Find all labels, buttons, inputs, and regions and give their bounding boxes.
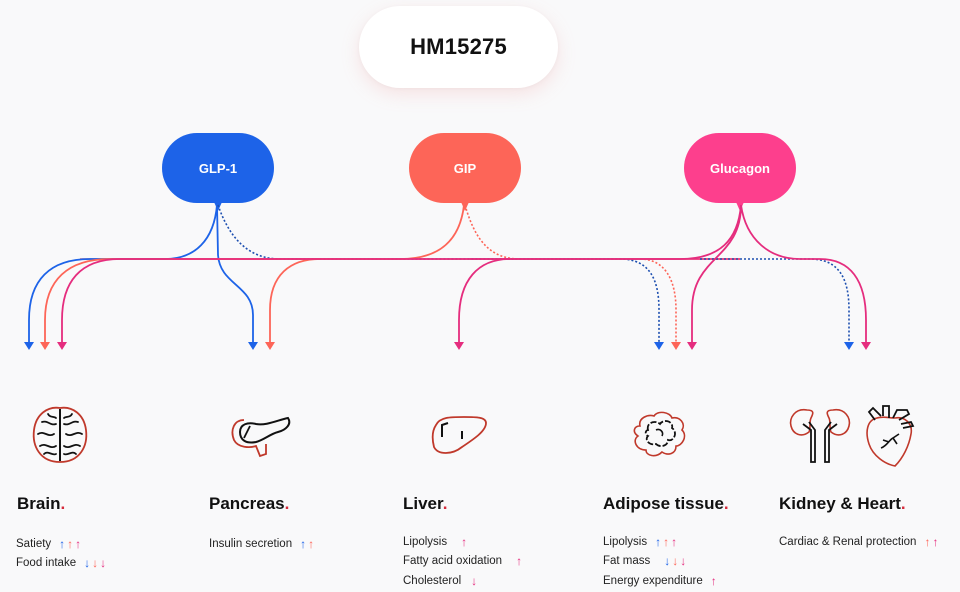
up-arrow-icon: ↑: [710, 573, 717, 588]
pathway-connectors: [24, 204, 871, 350]
up-arrow-icon: ↑: [655, 534, 662, 549]
effect-row: Food intake ↓↓↓: [16, 554, 106, 574]
effect-row: Lipolysis ↑: [403, 532, 522, 552]
adipose-icon: [633, 411, 686, 457]
effect-row: Insulin secretion ↑↑: [209, 534, 314, 554]
down-arrow-icon: ↓: [100, 556, 107, 571]
kidney-heart-icon: [789, 405, 915, 467]
effect-arrows: ↑↑↑: [59, 537, 81, 551]
glp1-label: GLP-1: [198, 160, 238, 176]
glp1-kidney-path: [700, 258, 850, 342]
effect-row: Fatty acid oxidation ↑: [403, 552, 522, 572]
down-arrow-icon: ↓: [680, 554, 687, 569]
effect-row: Lipolysis ↑↑↑: [603, 532, 717, 552]
down-arrow-icon: ↓: [664, 554, 671, 569]
effect-label: Cardiac & Renal protection: [779, 535, 917, 548]
effect-arrows: ↓↓↓: [664, 554, 686, 568]
gip-brain-path: [44, 204, 465, 342]
effect-label: Fatty acid oxidation: [403, 555, 503, 568]
effect-label: Lipolysis: [403, 535, 448, 548]
liver-effects: Lipolysis ↑ Fatty acid oxidation ↑ Chole…: [403, 532, 522, 591]
glucagon-heart-path: [740, 204, 867, 342]
effect-label: Cholesterol: [403, 574, 462, 587]
glp1-brain-path: [28, 204, 218, 342]
effect-label: Fat mass: [603, 555, 651, 568]
up-arrow-icon: ↑: [300, 536, 307, 551]
glp1-node: GLP-1: [162, 133, 274, 211]
up-arrow-icon: ↑: [461, 534, 468, 549]
down-arrow-icon: ↓: [672, 554, 679, 569]
effect-row: Energy expenditure ↑: [603, 571, 717, 591]
up-arrow-icon: ↑: [671, 534, 678, 549]
effect-arrows: ↑↑↑: [655, 535, 677, 549]
effect-row: Cardiac & Renal protection ↑↑: [779, 532, 938, 552]
down-arrow-icon: ↓: [92, 556, 99, 571]
kidney-heart-effects: Cardiac & Renal protection ↑↑: [779, 532, 938, 552]
effect-label: Food intake: [16, 557, 77, 570]
pancreas-effects: Insulin secretion ↑↑: [209, 534, 314, 554]
gip-adipose-path: [464, 204, 677, 342]
organ-title-liver: Liver.: [403, 494, 448, 513]
gip-pancreas-path: [269, 258, 321, 342]
glucagon-node: Glucagon: [684, 133, 796, 211]
glucagon-label: Glucagon: [710, 160, 770, 176]
adipose-effects: Lipolysis ↑↑↑ Fat mass ↓↓↓ Energy expend…: [603, 532, 717, 591]
effect-arrows: ↑↑: [924, 535, 938, 549]
up-arrow-icon: ↑: [308, 536, 315, 551]
up-arrow-icon: ↑: [924, 534, 931, 549]
glucagon-liver-path: [458, 258, 511, 342]
effect-row: Fat mass ↓↓↓: [603, 552, 717, 572]
up-arrow-icon: ↑: [67, 536, 74, 551]
organ-title-brain: Brain.: [17, 494, 66, 513]
effect-arrows: ↑: [461, 535, 467, 549]
down-arrow-icon: ↓: [84, 556, 91, 571]
up-arrow-icon: ↑: [59, 536, 66, 551]
effect-arrows: ↓↓↓: [84, 556, 106, 570]
gip-label: GIP: [453, 160, 477, 176]
effect-label: Insulin secretion: [209, 537, 293, 550]
pancreas-icon: [231, 416, 291, 458]
liver-icon: [431, 416, 487, 454]
drug-title: HM15275: [359, 6, 558, 88]
up-arrow-icon: ↑: [75, 536, 82, 551]
effect-label: Lipolysis: [603, 535, 648, 548]
up-arrow-icon: ↑: [663, 534, 670, 549]
organ-title-pancreas: Pancreas.: [209, 494, 290, 513]
glucagon-brain-path: [61, 204, 742, 342]
up-arrow-icon: ↑: [516, 554, 523, 569]
effect-row: Satiety ↑↑↑: [16, 534, 106, 554]
down-arrow-icon: ↓: [471, 573, 478, 588]
effect-arrows: ↑: [516, 554, 522, 568]
arrowheads: [24, 342, 871, 350]
glp1-adipose-path: [217, 204, 660, 342]
effect-row: Cholesterol ↓: [403, 571, 522, 591]
glucagon-adipose-path: [691, 204, 742, 342]
up-arrow-icon: ↑: [932, 534, 939, 549]
effect-arrows: ↓: [471, 574, 477, 588]
organ-title-kidney-heart: Kidney & Heart.: [779, 494, 906, 513]
gip-node: GIP: [409, 133, 521, 211]
effect-label: Energy expenditure: [603, 574, 703, 587]
effect-arrows: ↑↑: [300, 537, 314, 551]
effect-label: Satiety: [16, 537, 52, 550]
effect-arrows: ↑: [711, 574, 717, 588]
brain-icon: [32, 406, 88, 463]
glp1-pancreas-path: [216, 204, 254, 342]
brain-effects: Satiety ↑↑↑ Food intake ↓↓↓: [16, 534, 106, 573]
organ-title-adipose: Adipose tissue.: [603, 494, 729, 513]
